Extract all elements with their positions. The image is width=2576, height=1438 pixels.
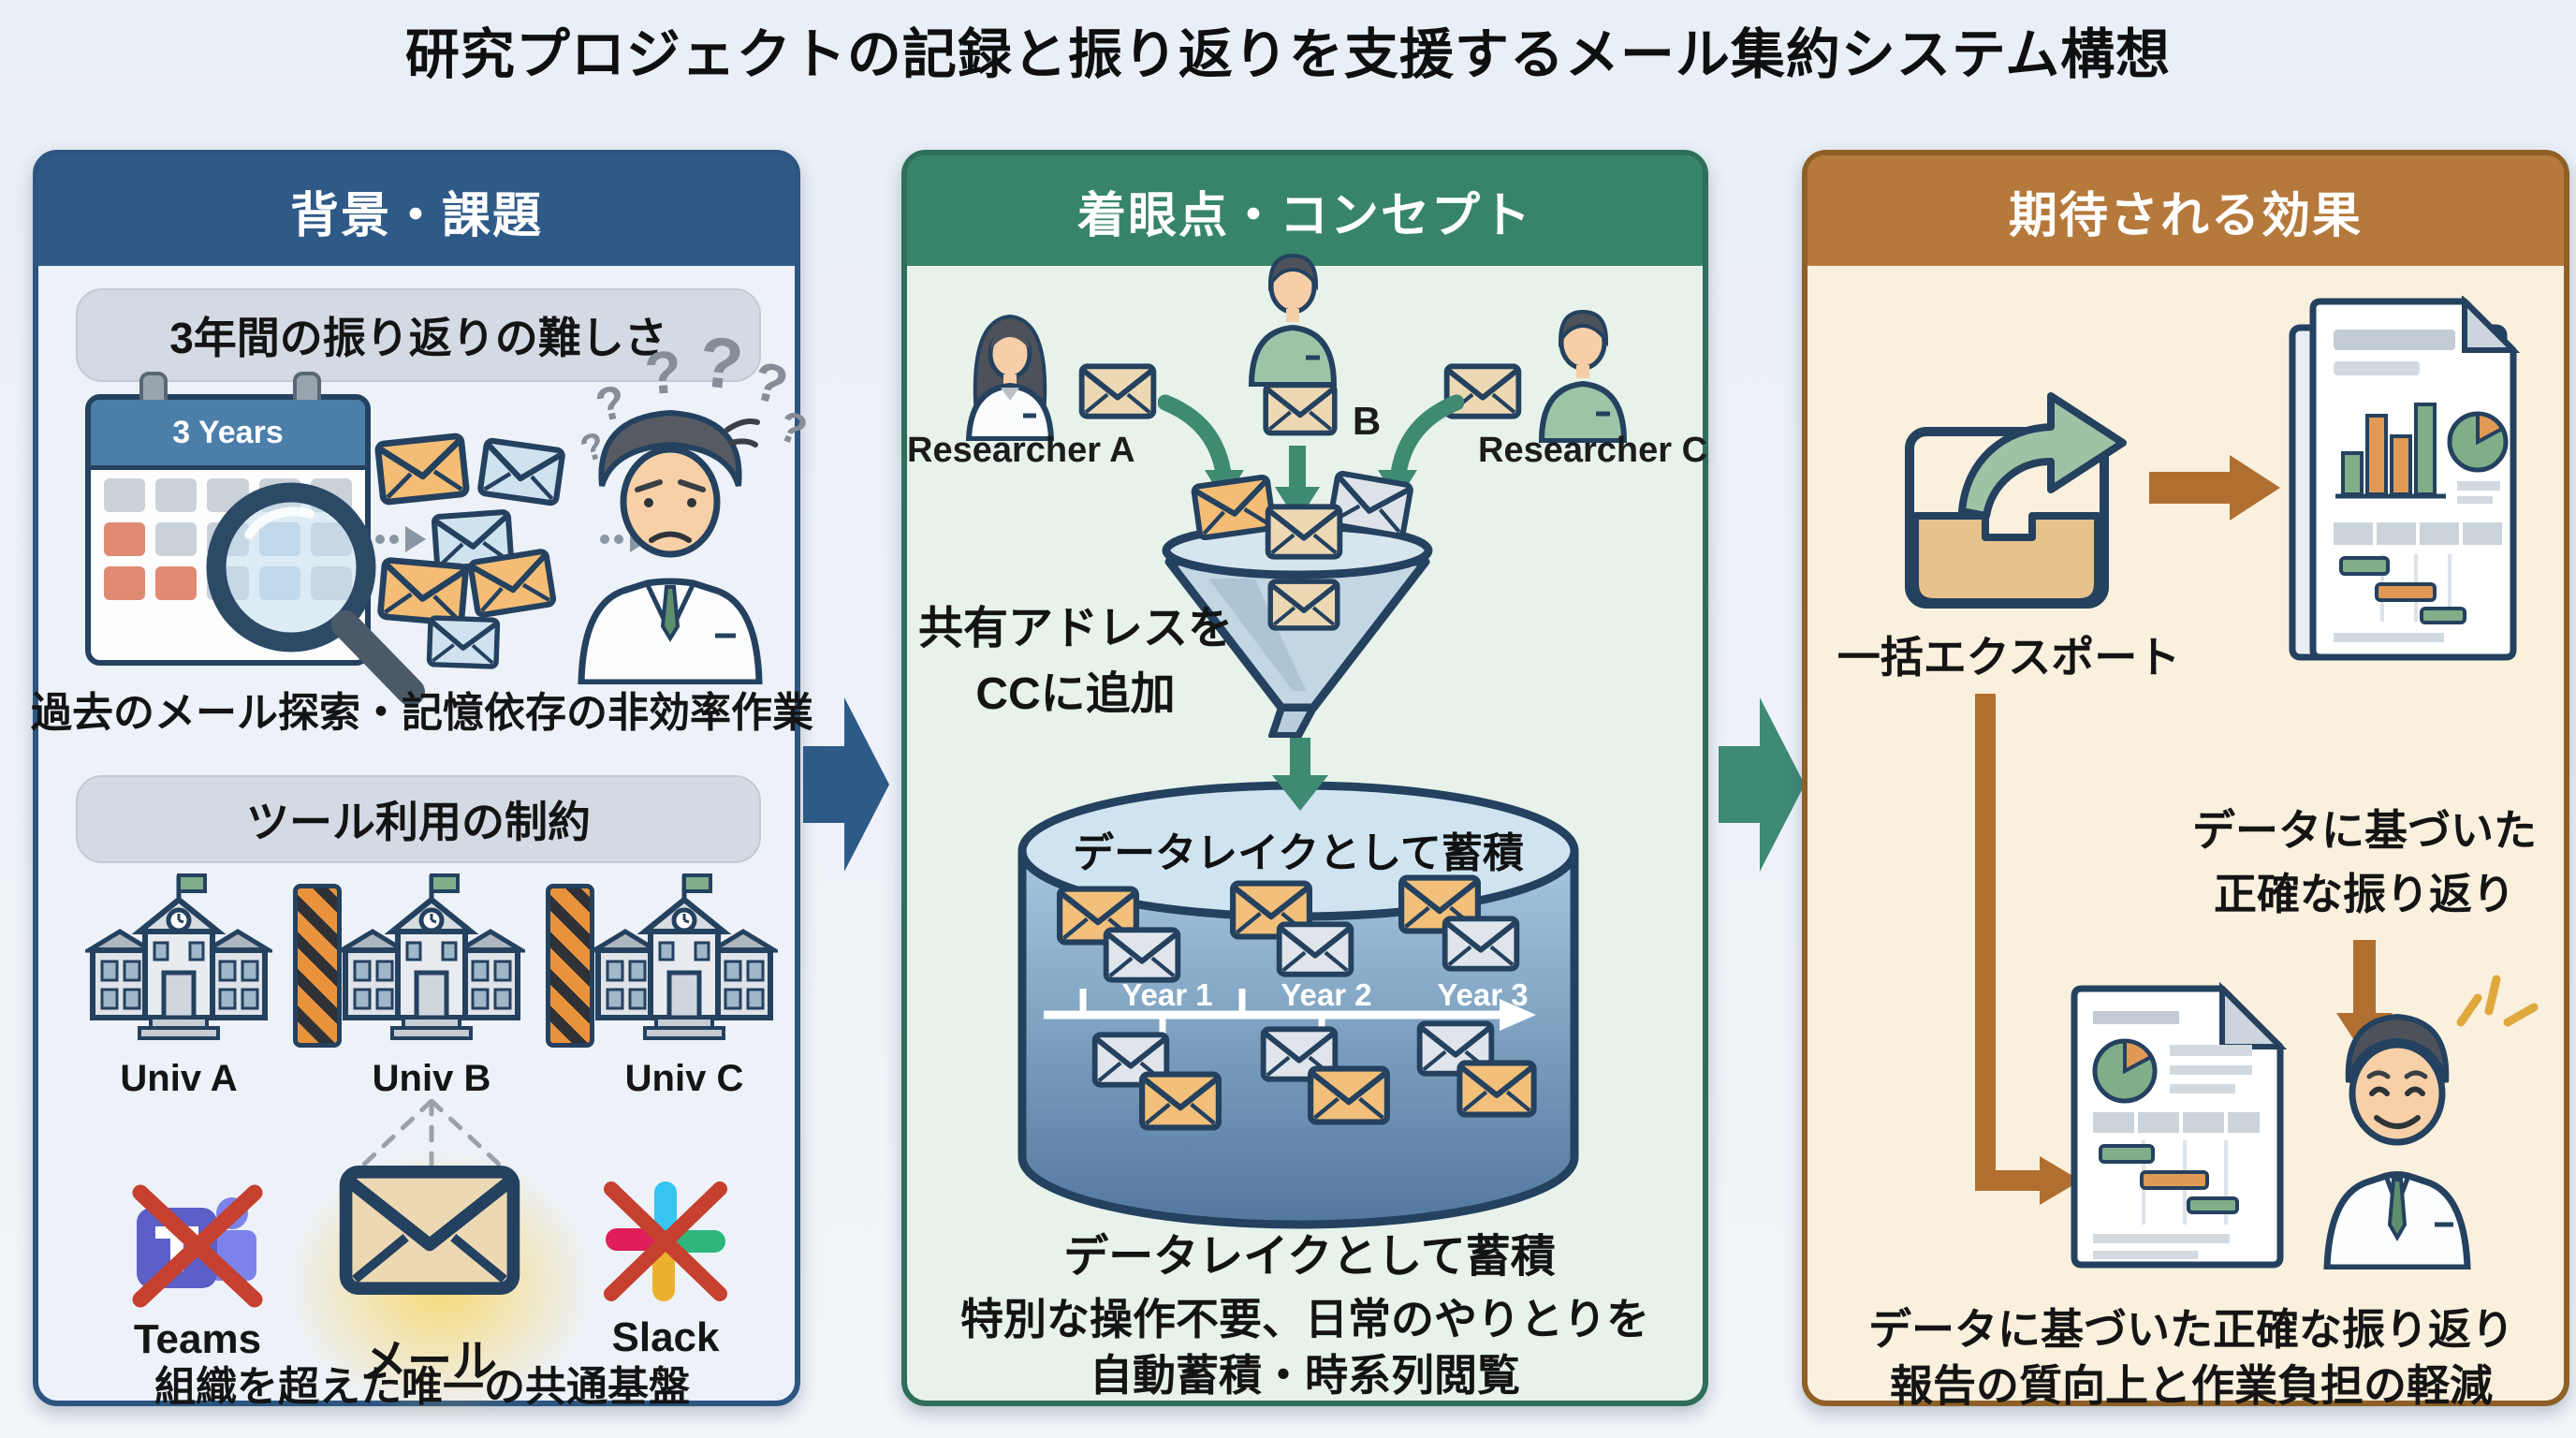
researcher-b-label: B [1352, 399, 1382, 443]
researcher-a-label: Researcher A [907, 431, 1135, 470]
effect1-line1: データに基づいた [2192, 806, 2537, 855]
timeline-year3: Year 3 [1437, 977, 1528, 1012]
slack-label: Slack [611, 1314, 720, 1360]
question-mark-icon: ? [695, 321, 747, 406]
envelope-icon [426, 615, 501, 670]
barrier-icon [546, 884, 594, 1048]
background-panel: 背景・課題 3年間の振り返りの難しさ 3 Years ? ? ? ? ? ? [31, 150, 813, 1419]
database-cylinder-icon: データレイクとして蓄積 Year 1 Year 2 Year 3 [1017, 781, 1579, 1229]
issue1-caption: 過去のメール探索・記憶依存の非効率作業 [31, 690, 813, 736]
green-down-arrow-icon [1275, 446, 1320, 522]
datalake-title: データレイクとして蓄積 [1073, 829, 1524, 876]
issue2-title-box: ツール利用の制約 [76, 775, 761, 863]
envelope-icon [1459, 1063, 1533, 1114]
report-document-icon [2289, 296, 2521, 661]
calendar-header: 3 Years [91, 400, 365, 470]
univ-c-label: Univ C [624, 1058, 744, 1099]
funnel-note-line2: CCに追加 [975, 669, 1176, 719]
teams-logo-icon [132, 1184, 263, 1308]
envelope-icon [1280, 924, 1352, 974]
magnifier-icon [206, 482, 425, 706]
report-document-icon [2071, 981, 2288, 1269]
dotted-arrow-icon [375, 526, 426, 552]
univ-b-label: Univ B [372, 1058, 491, 1099]
envelope-icon [373, 432, 473, 506]
mail-label: メール [361, 1337, 497, 1387]
confused-researcher-icon [578, 409, 763, 684]
female-researcher-icon [965, 314, 1055, 441]
envelope-icon [1142, 1075, 1219, 1128]
male-researcher-icon [1235, 242, 1352, 387]
datalake-caption: データレイクとして蓄積 [1063, 1232, 1556, 1282]
envelope-icon [1445, 918, 1517, 968]
envelope-icon [1266, 579, 1341, 631]
happy-researcher-icon [2323, 1013, 2471, 1269]
teams-label: Teams [133, 1316, 262, 1362]
effect2-line1: データに基づいた正確な振り返り [1868, 1305, 2514, 1354]
effect-panel: 期待される効果 一括エクスポート データに基づいた 正確な振り返り [1802, 150, 2569, 1410]
slack-logo-icon [604, 1181, 727, 1301]
flow-arrow-blue-icon [803, 697, 889, 872]
green-down-arrow-icon [1272, 738, 1328, 811]
mail-envelope-icon [317, 1165, 542, 1296]
university-building-icon [338, 872, 525, 1049]
researcher-c-label: Researcher C [1478, 431, 1708, 470]
envelope-icon [1310, 1069, 1387, 1123]
export-label: 一括エクスポート [1837, 633, 2181, 682]
effect2-line2: 報告の質向上と作業負担の軽減 [1890, 1361, 2493, 1410]
effect-panel-header: 期待される効果 [1808, 155, 2564, 266]
envelope-icon [1077, 363, 1158, 419]
timeline-year2: Year 2 [1281, 977, 1371, 1012]
background-panel-header: 背景・課題 [38, 155, 795, 266]
brown-elbow-arrow-icon [1975, 694, 2081, 1205]
envelope-icon [1265, 504, 1343, 560]
university-building-icon [591, 872, 778, 1049]
timeline-year1: Year 1 [1121, 977, 1212, 1012]
export-tray-icon [1905, 392, 2127, 609]
envelope-icon [1106, 930, 1178, 979]
university-building-icon [85, 872, 272, 1049]
brown-right-arrow-icon [2149, 455, 2280, 521]
issue2-caption: 組織を超えた唯一の共通基盤 [154, 1364, 690, 1410]
funnel-note-line1: 共有アドレスを [917, 604, 1233, 653]
barrier-icon [293, 884, 342, 1048]
page-title: 研究プロジェクトの記録と振り返りを支援するメール集約システム構想 [404, 24, 2172, 85]
effect1-line2: 正確な振り返り [2214, 870, 2515, 918]
flow-arrow-teal-icon [1719, 697, 1805, 872]
concept-caption-line1: 特別な操作不要、日常のやりとりを [960, 1295, 1649, 1343]
male-researcher-icon [1525, 298, 1642, 443]
concept-caption-line2: 自動蓄積・時系列閲覧 [1090, 1351, 1520, 1400]
calendar-label: 3 Years [172, 414, 284, 450]
univ-a-label: Univ A [120, 1058, 238, 1099]
sparkle-icon [2456, 975, 2539, 1027]
concept-panel-header: 着眼点・コンセプト [907, 155, 1703, 266]
issue1-title-box: 3年間の振り返りの難しさ [76, 288, 761, 382]
concept-panel: 着眼点・コンセプト Researcher A B Researcher C [901, 150, 1708, 1406]
envelope-icon [1263, 382, 1338, 436]
